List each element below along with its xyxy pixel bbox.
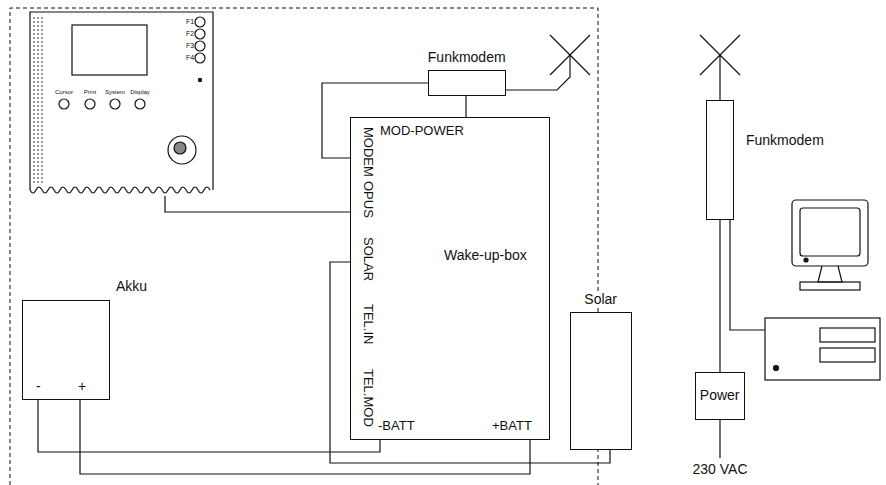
function-key-label: F1: [186, 18, 194, 26]
wire-connector: [465, 96, 466, 117]
wires-part: [165, 196, 350, 212]
button-label: System: [105, 89, 125, 96]
node-label: Solar: [583, 292, 618, 307]
controller-unit-part: [195, 53, 205, 63]
pin-label: SOLAR: [361, 236, 375, 282]
battery-box: Akku-+: [22, 300, 110, 400]
voltage-label: 230 VAC: [693, 462, 748, 477]
function-key-label: F3: [186, 42, 194, 50]
node-label: Funkmodem: [427, 50, 507, 65]
pin-label: -BATT: [377, 419, 416, 433]
modem-box: Funkmodem: [706, 100, 734, 220]
node-label: Akku: [115, 279, 148, 294]
wires-part: [730, 220, 765, 330]
controller-unit-part: [30, 12, 213, 190]
controller-unit-part: [72, 25, 147, 75]
function-key-label: F2: [186, 30, 194, 38]
controller-unit-part: [168, 136, 196, 164]
pin-label: Wake-up-box: [443, 248, 528, 263]
node-label: MOD-POWER: [379, 124, 465, 138]
controller-unit-part: [135, 99, 145, 109]
button-label: Print: [84, 89, 96, 96]
controller-unit-part: [30, 187, 210, 193]
wires: [165, 35, 765, 458]
wire-connector: [719, 220, 720, 372]
computer-icon-part: [820, 348, 875, 362]
button-label: Display: [130, 89, 150, 96]
controller-unit-part: [195, 29, 205, 39]
computer-icon-part: [800, 282, 860, 290]
controller-unit-part: [195, 41, 205, 51]
computer-icon-part: [818, 266, 842, 282]
wires-part: [505, 55, 570, 90]
computer-icon-part: [804, 258, 808, 262]
modem-box: Funkmodem: [428, 70, 506, 96]
node-label: Funkmodem: [745, 133, 825, 148]
controller-unit-part: [59, 99, 69, 109]
dashed-enclosure: [10, 8, 598, 485]
controller-unit-part: [33, 15, 45, 185]
controller-unit-part: [195, 17, 205, 27]
pin-label: -: [35, 379, 42, 394]
node-label: Power: [699, 388, 741, 403]
button-label: Cursor: [55, 89, 73, 96]
computer-icon-part: [820, 328, 875, 342]
pin-label: +: [77, 379, 87, 394]
controller-unit: [30, 12, 213, 193]
computer-icon: [765, 200, 880, 380]
computer-icon-part: [765, 318, 880, 380]
controller-unit-part: [174, 142, 186, 154]
controller-unit-part: [110, 99, 120, 109]
wires-part: [700, 35, 740, 100]
pin-label: MODEM: [361, 126, 375, 178]
computer-icon-part: [792, 200, 868, 266]
computer-icon-part: [800, 208, 860, 256]
wake-up-box: MOD-POWER MODEM OPUS SOLAR TEL.IN TEL.MOD Wake…: [350, 117, 550, 440]
pin-label: TEL.MOD: [361, 368, 375, 428]
wires-part: [550, 35, 590, 75]
power-supply-box: Power: [695, 372, 745, 420]
wire-connector: [38, 400, 380, 452]
solar-panel-box: Solar: [570, 312, 632, 450]
dashed-enclosure-part: [10, 8, 598, 485]
pin-label: +BATT: [491, 419, 533, 433]
wires-part: [719, 420, 720, 458]
computer-icon-part: [774, 366, 779, 371]
function-key-label: F4: [186, 54, 194, 62]
pin-label: TEL.IN: [361, 303, 375, 345]
controller-unit-part: [198, 78, 201, 81]
pin-label: OPUS: [361, 180, 375, 219]
controller-unit-part: [85, 99, 95, 109]
